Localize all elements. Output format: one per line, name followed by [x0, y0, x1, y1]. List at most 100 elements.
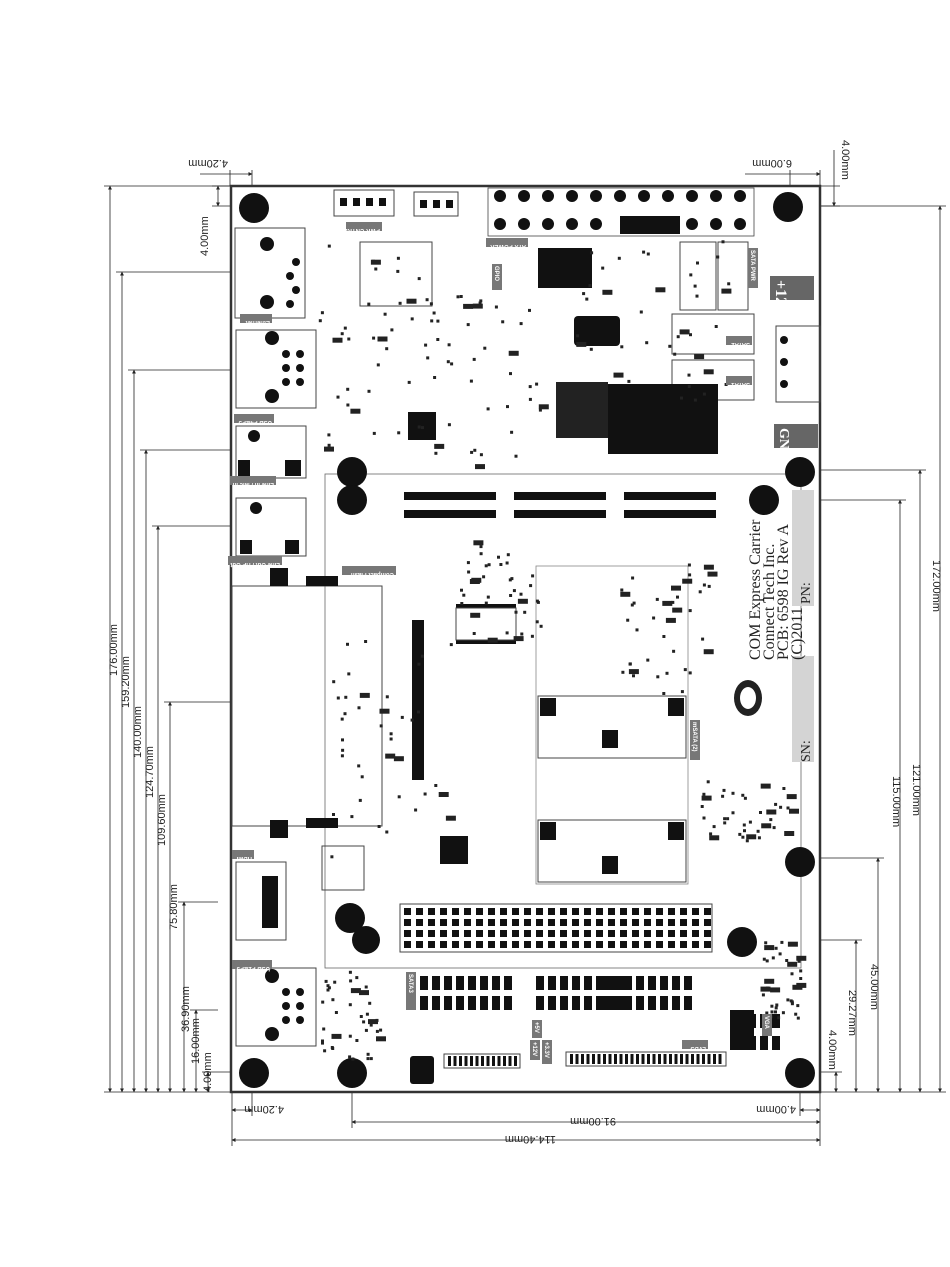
smd-part: [459, 295, 463, 298]
smd-part: [512, 589, 516, 593]
dim-left-6: 36.90mm: [180, 986, 192, 1032]
power-gnd-label: GND: [776, 428, 791, 459]
smd-part: [340, 717, 344, 721]
header-pin: [492, 996, 500, 1010]
smd-part: [668, 344, 672, 348]
smd-part: [693, 284, 697, 288]
smd-part: [407, 380, 411, 384]
smd-part: [792, 984, 803, 990]
grid-pin: [512, 908, 519, 915]
lvds-pin: [608, 1054, 612, 1064]
smd-part: [702, 583, 706, 587]
smd-part: [689, 273, 693, 277]
smd-part: [787, 961, 798, 967]
dim-right-0: 172.00mm: [930, 560, 942, 612]
smd-part: [645, 341, 649, 345]
header-pin: [480, 996, 488, 1010]
lvds-pin: [603, 1054, 606, 1064]
smd-part: [470, 612, 481, 618]
smd-part: [447, 343, 451, 347]
smd-part: [484, 601, 488, 605]
smd-part: [786, 794, 797, 800]
smd-part: [602, 289, 613, 295]
smd-part: [701, 637, 705, 641]
grid-pin: [632, 908, 639, 915]
grid-pin: [464, 941, 471, 948]
smd-part: [420, 654, 424, 658]
smd-part: [366, 1052, 370, 1056]
smd-part: [486, 407, 490, 411]
smd-part: [436, 338, 440, 341]
grid-pin: [452, 941, 459, 948]
smd-part: [689, 333, 692, 337]
smd-part: [377, 825, 381, 828]
lvds-pin: [497, 1056, 501, 1066]
lvds-pin: [647, 1054, 650, 1064]
smd-part: [765, 1011, 769, 1015]
smd-part: [764, 978, 775, 984]
smd-part: [688, 573, 692, 577]
svg-text:Line Out / HP Out: Line Out / HP Out: [230, 561, 280, 567]
smd-part: [789, 808, 799, 814]
smd-part: [346, 642, 349, 646]
smd-part: [620, 588, 624, 592]
smd-part: [473, 448, 477, 452]
vga-pin: [772, 1014, 780, 1028]
smd-part: [665, 617, 676, 623]
smd-part: [473, 540, 484, 546]
smd-part: [331, 998, 335, 1002]
dim-left-2: 140.00mm: [132, 706, 144, 758]
lvds-pin: [492, 1056, 495, 1066]
smd-part: [326, 984, 330, 988]
smd-part: [471, 577, 482, 583]
smd-part: [348, 1055, 352, 1059]
smd-part: [470, 450, 474, 454]
smd-part: [676, 335, 680, 339]
smd-part: [701, 795, 712, 801]
smd-part: [364, 1028, 368, 1032]
grid-pin: [692, 908, 699, 915]
smd-part: [424, 343, 428, 347]
label-gpio: GPIO: [492, 264, 502, 290]
smd-part: [327, 433, 331, 437]
smd-part: [771, 956, 775, 960]
smd-part: [397, 795, 401, 799]
header-pin: [608, 996, 616, 1010]
smd-part: [497, 555, 500, 559]
smd-part: [672, 649, 676, 653]
dim-bottom-left: 4.20mm: [244, 1103, 284, 1115]
smd-part: [320, 311, 324, 315]
grid-pin: [440, 919, 447, 926]
grid-pin: [644, 919, 651, 926]
dim-left-upper: 4.00mm: [199, 216, 211, 256]
grid-pin: [560, 941, 567, 948]
grid-pin: [596, 919, 603, 926]
grid-pin: [416, 930, 423, 937]
smd-part: [528, 385, 532, 389]
smd-part: [646, 658, 650, 662]
smd-part: [390, 328, 394, 332]
smd-part: [398, 301, 402, 305]
grid-pin: [428, 919, 435, 926]
smd-part: [748, 820, 752, 824]
grid-pin: [524, 930, 531, 937]
smd-part: [331, 1033, 342, 1039]
lvds-pin: [713, 1054, 716, 1064]
atx-connector-pins: [494, 190, 746, 234]
smd-part: [343, 326, 347, 330]
smd-part: [344, 695, 348, 699]
smd-part: [756, 829, 760, 833]
label-sata1: SATA1: [726, 376, 752, 387]
smd-part: [746, 834, 757, 840]
dim-left-3: 124.70mm: [144, 746, 156, 798]
smd-part: [486, 595, 490, 599]
smd-part: [375, 1029, 379, 1033]
lvds-pin: [470, 1056, 473, 1066]
smd-part: [539, 624, 543, 628]
smd-part: [350, 988, 361, 994]
smd-part: [714, 325, 718, 328]
smd-part: [432, 311, 436, 315]
smd-part: [479, 453, 483, 457]
smd-part: [417, 710, 420, 714]
label-5v: +5V: [532, 1020, 542, 1038]
